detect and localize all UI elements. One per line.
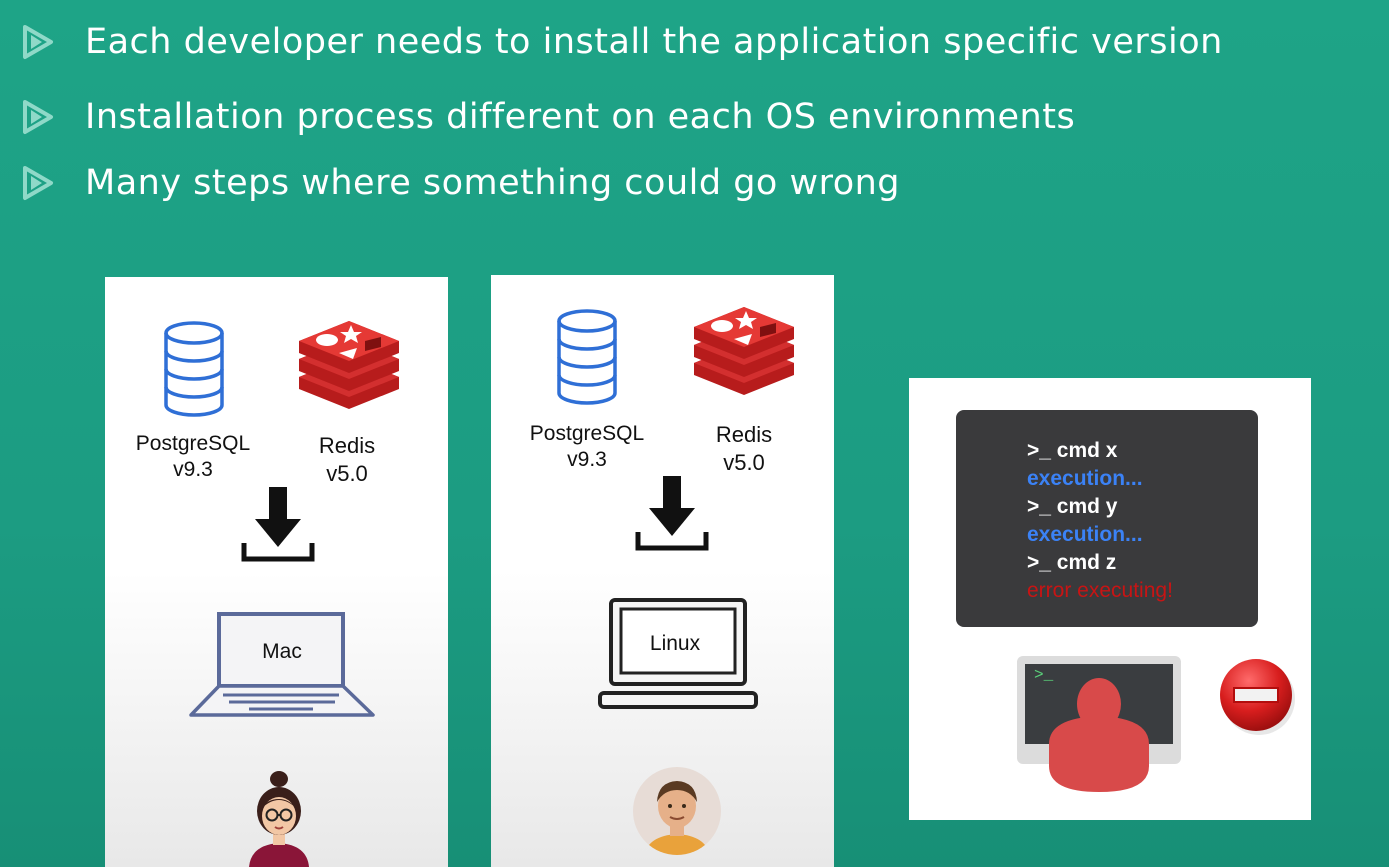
terminal-error-line: error executing!	[1027, 579, 1173, 602]
cache-version: v5.0	[723, 450, 765, 475]
db-name: PostgreSQL	[135, 432, 251, 455]
monitor-prompt: >_	[1034, 666, 1054, 684]
bullet-item: Many steps where something could go wron…	[22, 163, 900, 203]
play-arrow-icon	[23, 25, 53, 59]
terminal-line: >_ cmd z	[1027, 551, 1117, 574]
laptop-label: Linux	[649, 632, 701, 655]
bullet-item: Each developer needs to install the appl…	[22, 22, 1223, 62]
mac-setup-card: PostgreSQL v9.3 Redis v5.0 Mac	[105, 277, 448, 867]
download-icon	[241, 487, 315, 562]
terminal-line: >_ cmd x	[1027, 439, 1118, 462]
play-arrow-icon	[23, 100, 53, 134]
db-label: PostgreSQL v9.3	[517, 421, 657, 473]
play-arrow-icon	[23, 166, 53, 200]
monitor-user-icon	[1017, 656, 1181, 792]
db-version: v9.3	[173, 458, 213, 481]
database-icon	[164, 321, 224, 417]
db-name: PostgreSQL	[529, 422, 645, 445]
developer-avatar-male	[633, 767, 721, 855]
cache-label: Redis v5.0	[277, 432, 417, 488]
db-label: PostgreSQL v9.3	[123, 431, 263, 483]
terminal-line: >_ cmd y	[1027, 495, 1118, 518]
laptop-icon	[189, 612, 375, 717]
redis-icon	[299, 321, 399, 409]
cache-name: Redis	[715, 422, 773, 447]
laptop-icon	[598, 598, 758, 709]
terminal-window: >_ cmd x execution... >_ cmd y execution…	[956, 410, 1258, 627]
bullet-text: Each developer needs to install the appl…	[85, 22, 1223, 62]
database-icon	[557, 309, 617, 405]
cache-name: Redis	[318, 433, 376, 458]
db-version: v9.3	[567, 448, 607, 471]
bullet-item: Installation process different on each O…	[22, 97, 1075, 137]
cache-label: Redis v5.0	[674, 421, 814, 477]
terminal-line: execution...	[1027, 523, 1143, 546]
redis-icon	[694, 307, 794, 395]
bullet-text: Many steps where something could go wron…	[85, 163, 901, 203]
cache-version: v5.0	[326, 461, 368, 486]
bullet-text: Installation process different on each O…	[85, 97, 1076, 137]
laptop-label: Mac	[262, 640, 302, 663]
stop-sign-icon	[1220, 659, 1295, 735]
terminal-line: execution...	[1027, 467, 1143, 490]
error-terminal-card: >_ cmd x execution... >_ cmd y execution…	[909, 378, 1311, 820]
download-icon	[635, 476, 709, 551]
linux-setup-card: PostgreSQL v9.3 Redis v5.0 Linux	[491, 275, 834, 867]
developer-avatar-female	[249, 771, 309, 867]
